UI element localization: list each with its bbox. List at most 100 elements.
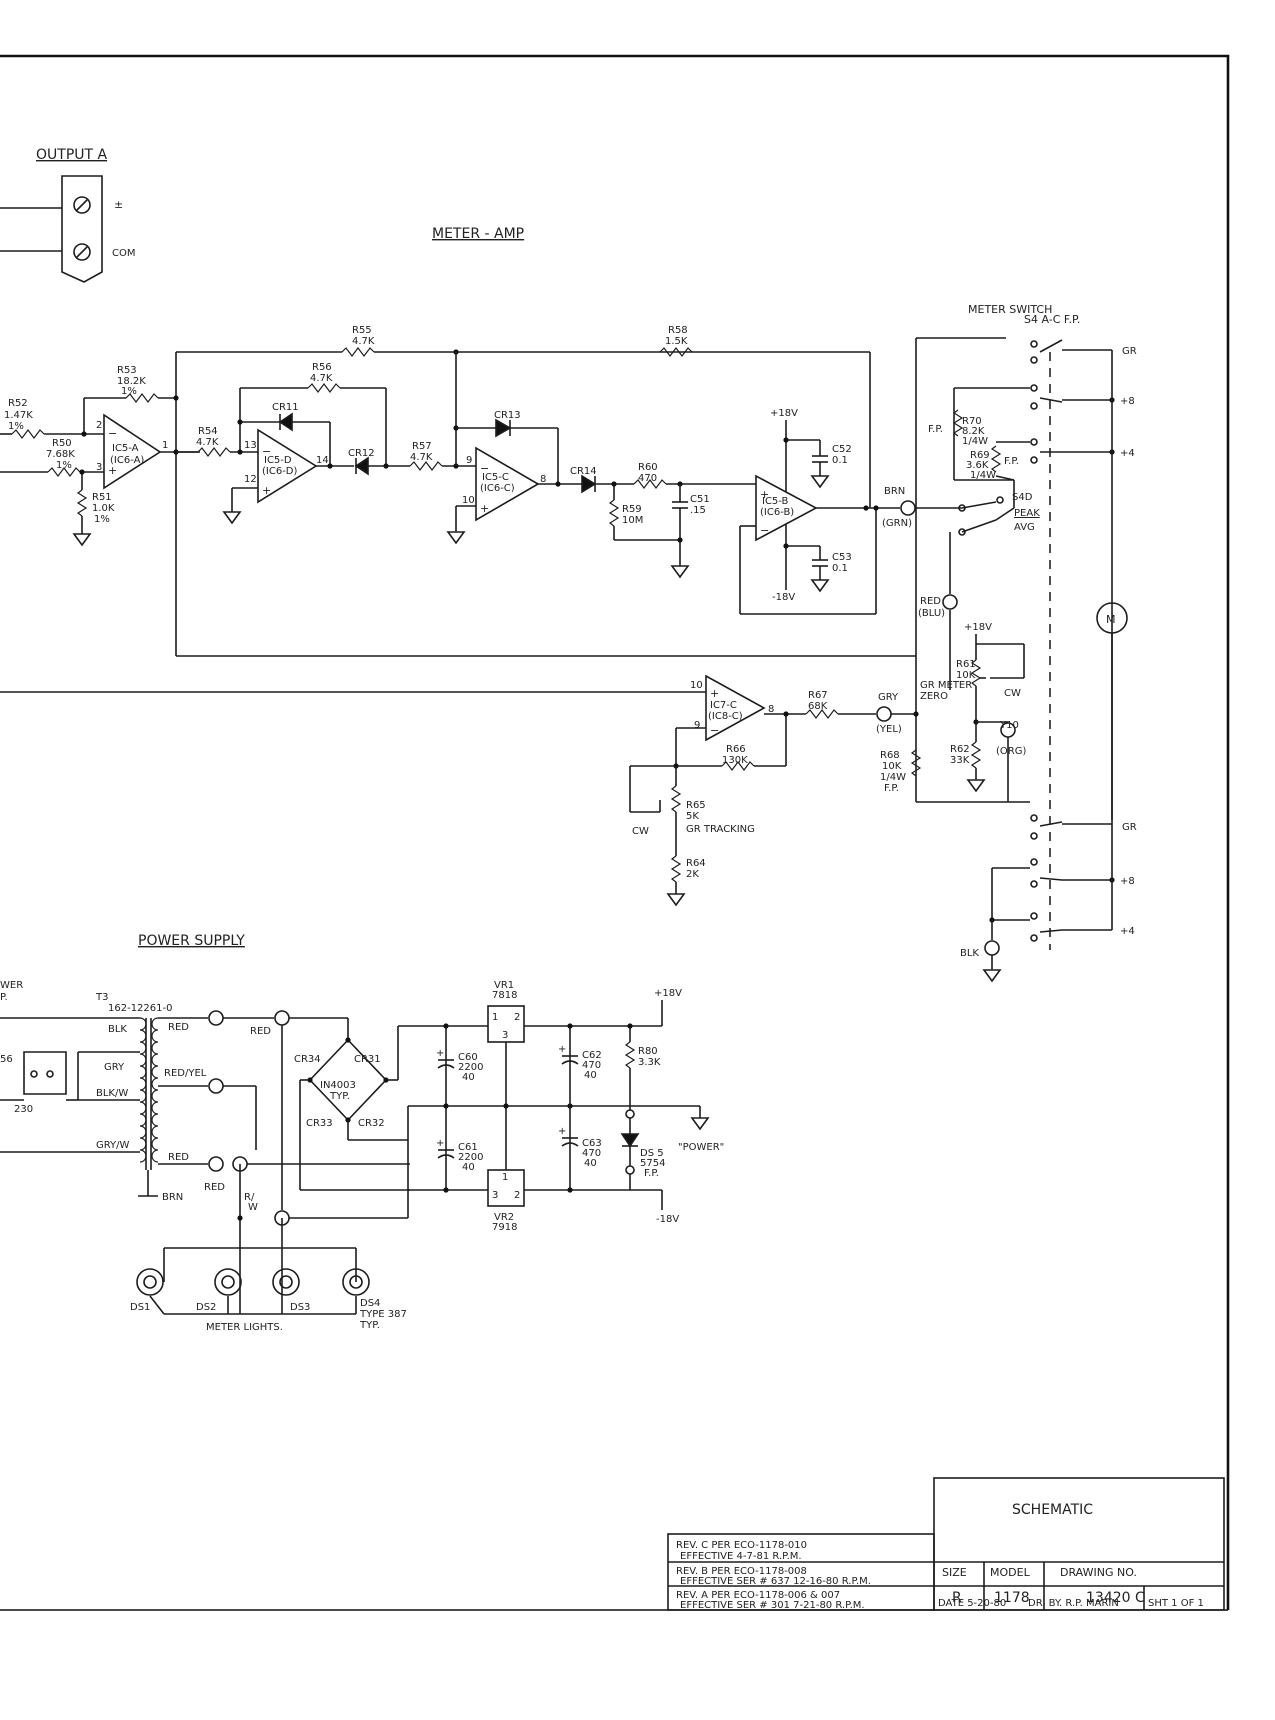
schematic-title: SCHEMATIC: [1012, 1502, 1093, 1518]
ds5-name: DS 5: [640, 1148, 664, 1159]
vr2-out-label: -18V: [656, 1214, 679, 1225]
cr11-label: CR11: [272, 402, 299, 413]
wire-blk: BLK: [108, 1024, 127, 1035]
drawing-border: [0, 54, 1230, 1611]
r68-value: 10K: [882, 761, 902, 772]
ds4-label: DS4: [360, 1298, 380, 1309]
drawing-no-value: 13420 C: [1086, 1590, 1145, 1606]
switch-contact-gr-1: GR: [1122, 346, 1137, 357]
t3-name: T3: [95, 992, 108, 1003]
drawing-no-header: DRAWING NO.: [1060, 1566, 1137, 1579]
ic7c-alt: (IC8-C): [708, 711, 743, 722]
sec-red-4: RED: [204, 1182, 225, 1193]
r68-name: R68: [880, 750, 900, 761]
size-value: R: [952, 1590, 962, 1606]
ic5c-pin10: 10: [462, 495, 475, 506]
rw-label-2: W: [248, 1202, 258, 1213]
ic5a-pin2: 2: [96, 420, 102, 431]
ic5c-alt: (IC6-C): [480, 483, 515, 494]
svg-text:+: +: [436, 1138, 444, 1149]
ds4-typ: TYP.: [359, 1320, 380, 1331]
vr1-pin3: 3: [502, 1030, 508, 1041]
org-label: (ORG): [996, 746, 1026, 757]
title-block: SCHEMATIC SIZE R MODEL 1178 DRAWING NO. …: [667, 1477, 1225, 1611]
bridge-part: IN4003: [320, 1080, 356, 1091]
r51-name: R51: [92, 492, 112, 503]
r58-value: 1.5K: [665, 336, 688, 347]
sec-red-2: RED: [250, 1026, 271, 1037]
r80-value: 3.3K: [638, 1057, 661, 1068]
svg-text:+: +: [436, 1048, 444, 1059]
rev-c-line2: EFFECTIVE 4-7-81 R.P.M.: [680, 1551, 802, 1562]
vr1-pin1: 1: [492, 1012, 498, 1023]
vr1-pin2: 2: [514, 1012, 520, 1023]
r65-name: R65: [686, 800, 706, 811]
switch-contact-gr-2: GR: [1122, 822, 1137, 833]
r80-name: R80: [638, 1046, 658, 1057]
c51-value: .15: [690, 505, 706, 516]
c61-volt: 40: [462, 1162, 475, 1173]
vr1-out-label: +18V: [654, 988, 682, 999]
switch-contact-plus8-1: +8: [1120, 396, 1135, 407]
r69-name: R69: [970, 450, 990, 461]
r60-name: R60: [638, 462, 658, 473]
bridge-typ: TYP.: [329, 1091, 350, 1102]
meter-amp-circuit: R52 1.47K 1% R50 7.68K 1% R51 1.0K 1% −+…: [0, 325, 962, 657]
avg-label: AVG: [1014, 522, 1035, 533]
r57-value: 4.7K: [410, 452, 433, 463]
r62-value: 33K: [950, 755, 970, 766]
vr2-name: VR2: [494, 1212, 514, 1223]
blu-label: (BLU): [918, 608, 945, 619]
r67-name: R67: [808, 690, 828, 701]
r59-value: 10M: [622, 515, 643, 526]
ic5a-name: IC5-A: [112, 443, 139, 454]
sheet-cell: SHT 1 OF 1: [1148, 1598, 1204, 1609]
blk-label: BLK: [960, 948, 979, 959]
r61-pos-supply: +18V: [964, 622, 992, 633]
r67-value: 68K: [808, 701, 828, 712]
ds5-fp: F.P.: [644, 1168, 659, 1179]
c63-value: 470: [582, 1148, 601, 1159]
r56-value: 4.7K: [310, 373, 333, 384]
r56-name: R56: [312, 362, 332, 373]
cr13-label: CR13: [494, 410, 521, 421]
yel-label: (YEL): [876, 724, 902, 735]
r53-value: 18.2K: [117, 376, 146, 387]
r50-value: 7.68K: [46, 449, 75, 460]
size-header: SIZE: [942, 1566, 967, 1579]
r69-watt: 1/4W: [970, 470, 996, 481]
wire-gryw: GRY/W: [96, 1140, 130, 1151]
ic5d-pin13: 13: [244, 440, 257, 451]
r50-name: R50: [52, 438, 72, 449]
cr34-label: CR34: [294, 1054, 321, 1065]
model-header: MODEL: [990, 1566, 1031, 1579]
s6-label: 56: [0, 1054, 13, 1065]
r60-value: 470: [638, 473, 657, 484]
output-pos-label: ±: [114, 198, 123, 211]
r52-name: R52: [8, 398, 28, 409]
gr-meter-circuit: +− IC7-C (IC8-C) 10 9 8 R67 68K GRY (YEL…: [0, 610, 1026, 907]
meter-lights-label: METER LIGHTS.: [206, 1322, 283, 1333]
rw-label-1: R/: [244, 1192, 255, 1203]
r54-value: 4.7K: [196, 437, 219, 448]
ic5a-pin1: 1: [162, 440, 168, 451]
r62-name: R62: [950, 744, 970, 755]
wire-brn: BRN: [162, 1192, 183, 1203]
drawn-by-cell: DR. BY. R.P. MARIN: [1028, 1598, 1119, 1609]
meter-amp-title: METER - AMP: [432, 226, 524, 242]
ic5b-alt: (IC6-B): [760, 507, 794, 518]
sec-red: RED: [168, 1022, 189, 1033]
r55-value: 4.7K: [352, 336, 375, 347]
cr12-label: CR12: [348, 448, 375, 459]
r61-value: 10K: [956, 670, 976, 681]
c62-value: 470: [582, 1060, 601, 1071]
svg-text:−: −: [262, 445, 271, 458]
ic5d-alt: (IC6-D): [262, 466, 298, 477]
power-switch-label-2: P.: [0, 992, 8, 1003]
date-cell: DATE 5-20-80: [938, 1598, 1006, 1609]
rev-c-line1: REV. C PER ECO-1178-010: [676, 1540, 807, 1551]
c51-name: C51: [690, 494, 710, 505]
c63-volt: 40: [584, 1158, 597, 1169]
svg-text:+: +: [558, 1126, 566, 1137]
r55-name: R55: [352, 325, 372, 336]
